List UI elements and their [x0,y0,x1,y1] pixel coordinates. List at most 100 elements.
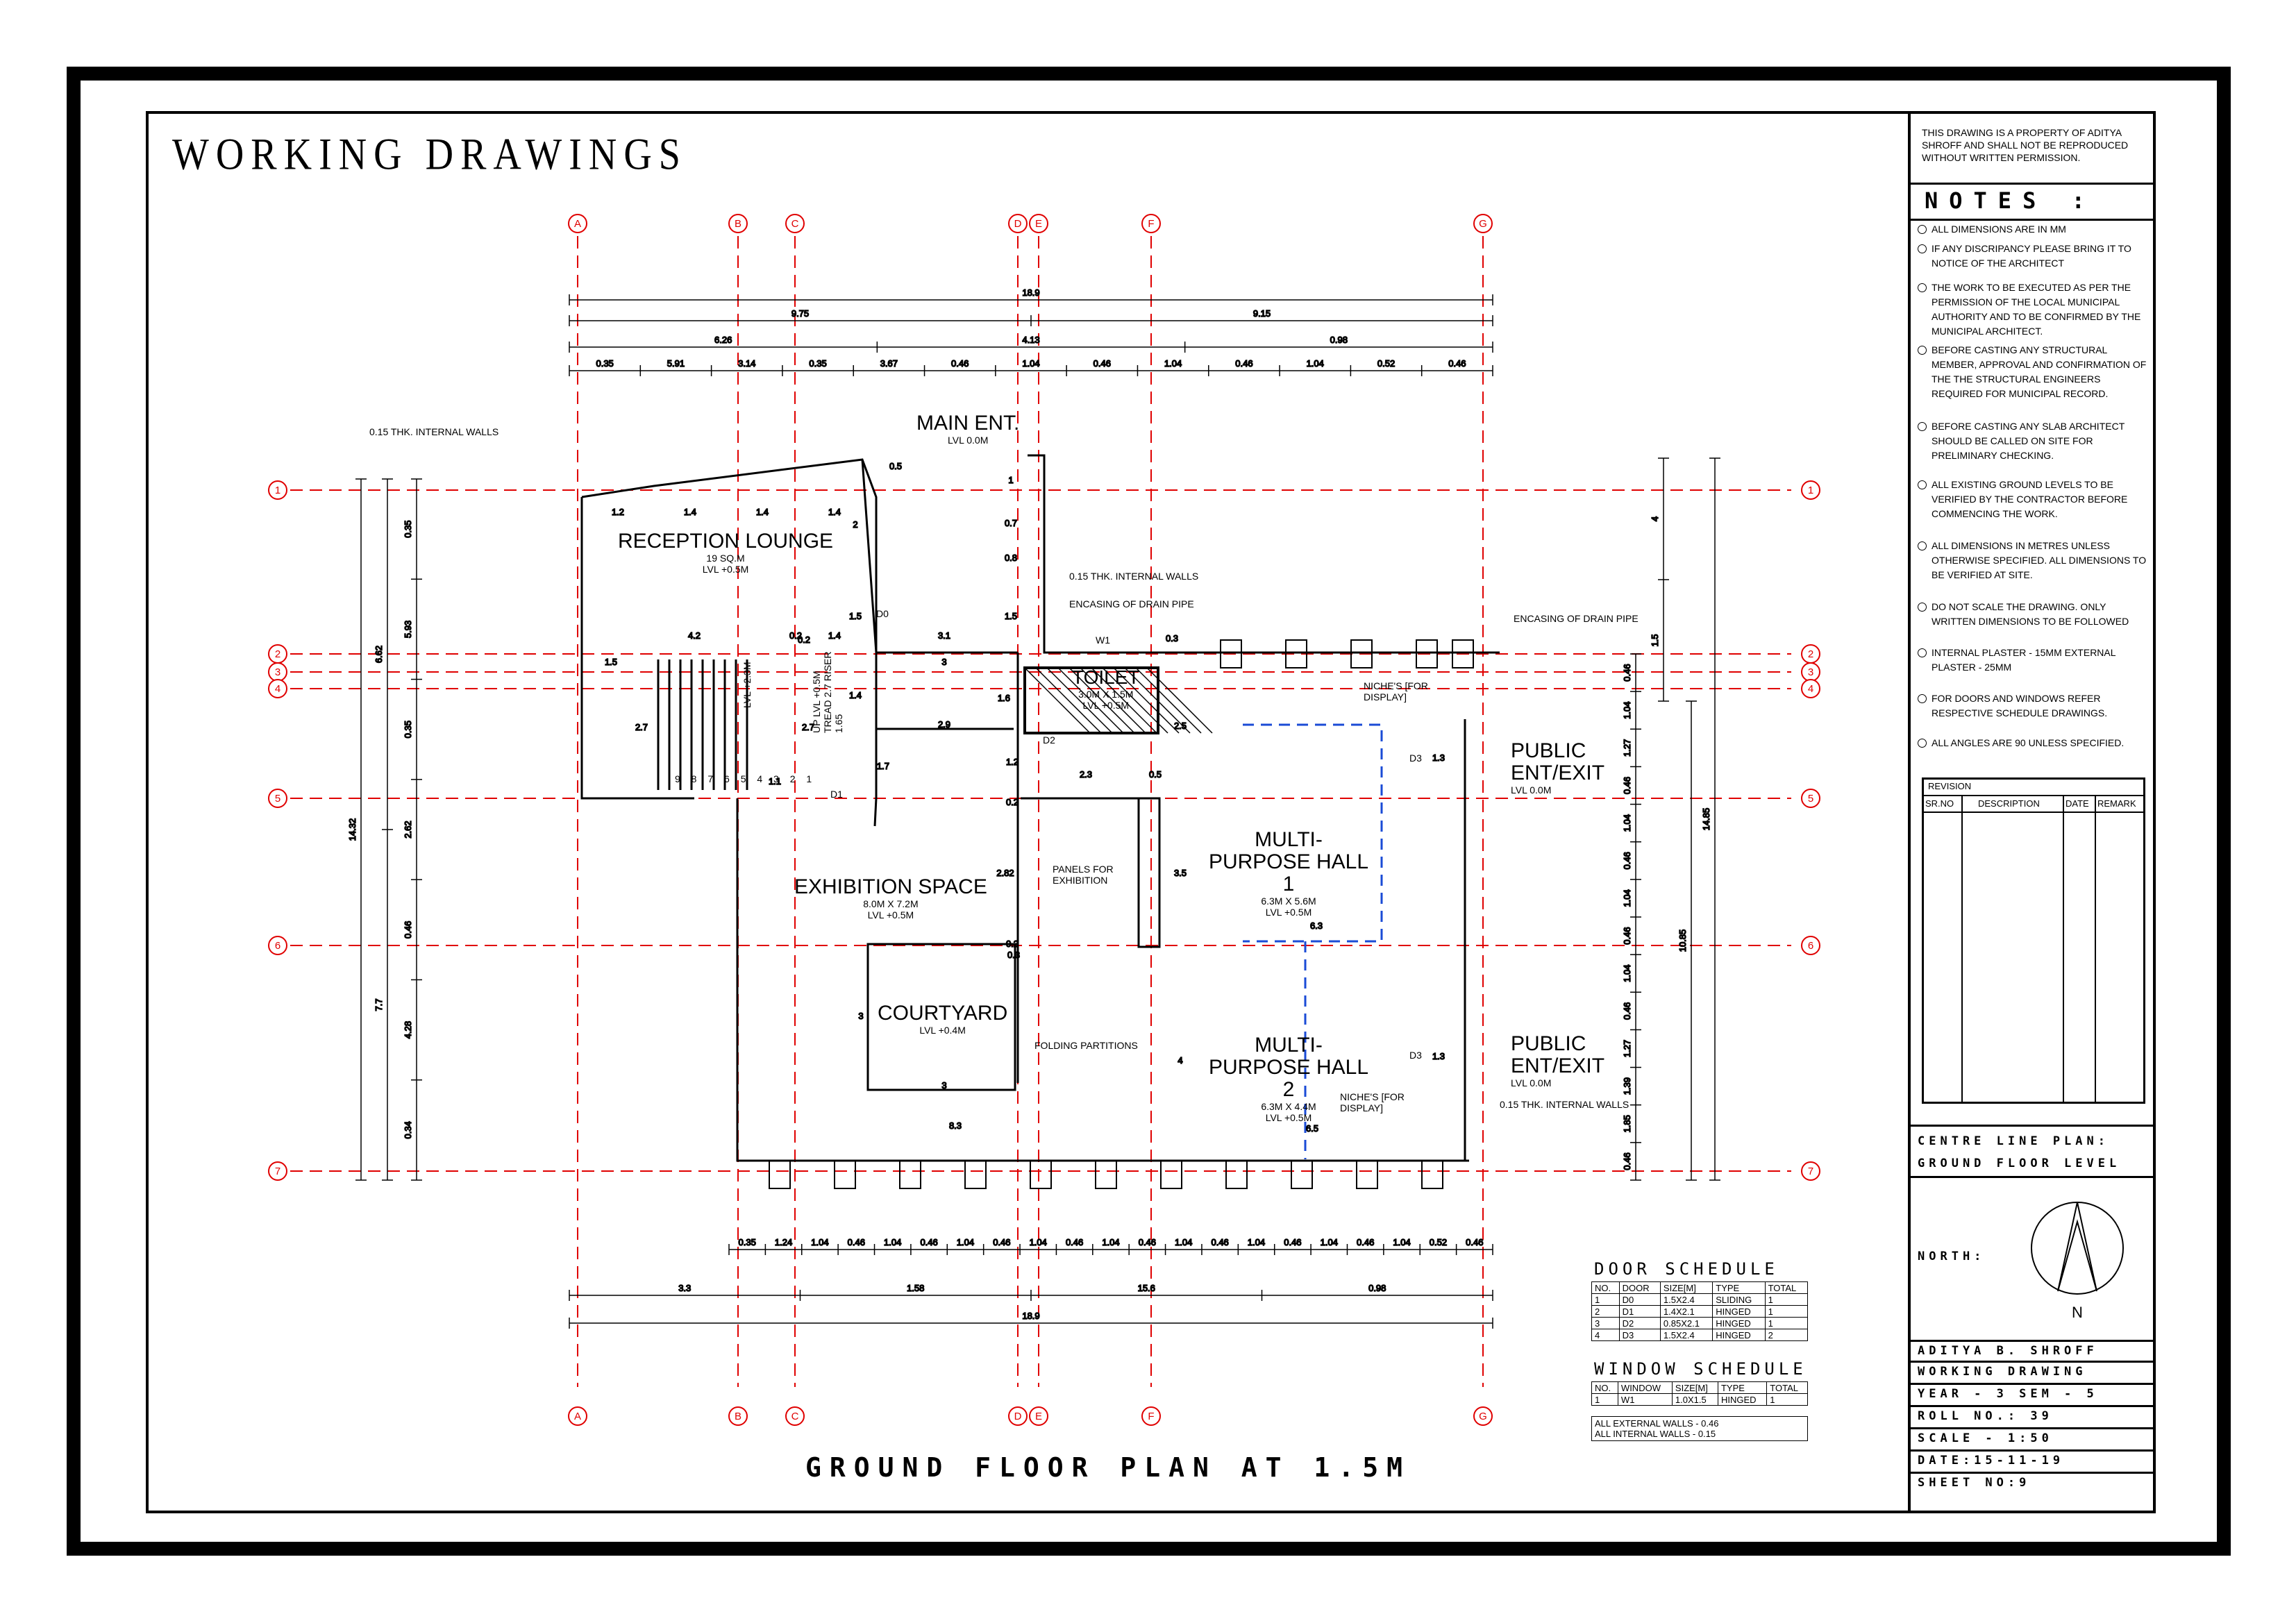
dimension-interior: 0.5 [889,461,902,471]
dimension-interior: 2.5 [1174,721,1187,731]
stair-numbers: 9 8 7 6 5 4 3 2 1 [675,773,816,784]
dimension-interior: 1.4 [849,690,862,700]
grid-bubble-F [1141,214,1161,233]
hatch-line [1069,667,1135,734]
grid-bubble-1 [268,480,287,500]
grid-bubble-4 [1801,679,1820,698]
column [1225,1160,1248,1189]
hatch-line [1057,667,1124,734]
dimension-interior: 3.1 [938,630,950,641]
schedule-cell: 1 [1764,1293,1809,1306]
note-item: FOR DOORS AND WINDOWS REFER RESPECTIVE S… [1916,691,2152,721]
page-title: WORKING DRAWINGS [172,130,687,180]
dimension-interior: 1.5 [605,657,617,667]
sheet-number: SHEET NO:9 [1918,1476,2031,1490]
dimension-bottom-row: 1.04 [957,1237,974,1247]
column [1452,639,1474,668]
dimension-bottom-row: 1.24 [775,1237,792,1247]
dimension-right-col: 1.85 [1622,1115,1632,1132]
column [964,1160,987,1189]
grid-bubble-4 [268,679,287,698]
hatch-line [1146,667,1213,734]
dimension-right-col: 1.04 [1622,965,1632,982]
dimension-interior: 3.5 [1174,868,1187,878]
grid-bubble-E [1029,1406,1048,1426]
dimension-interior: 0.2 [1006,797,1019,807]
dimension-bottom-row: 0.46 [1357,1237,1374,1247]
schedule-cell: D0 [1618,1293,1661,1306]
column [1291,1160,1313,1189]
drawing-type: WORKING DRAWING [1918,1365,2087,1379]
schedule-cell: 1.0X1.5 [1671,1393,1718,1406]
dimension-reception: 1.4 [756,507,769,517]
schedule-cell: HINGED [1712,1317,1766,1329]
grid-bubble-5 [268,789,287,808]
dimension-top-a: 4.13 [1022,335,1039,345]
dimension-interior: 3 [858,1011,863,1021]
dimension-bottom-row: 0.46 [1211,1237,1228,1247]
schedule-cell: TYPE [1712,1281,1766,1294]
wall [1137,797,1161,948]
dimension-top-row: 0.46 [1235,358,1252,369]
window-schedule-title: WINDOW SCHEDULE [1594,1359,1807,1379]
dimension-bottom-row: 0.46 [848,1237,865,1247]
annotation-panels: PANELS FOR EXHIBITION [1053,864,1114,886]
room-main-entrance: MAIN ENT. LVL 0.0M [916,412,1020,446]
dimension-interior: 3 [941,657,946,667]
dimension-interior: 6.5 [1306,1123,1318,1134]
revision-table: REVISION SR.NO DESCRIPTION DATE REMARK [1922,777,2145,1104]
note-item: INTERNAL PLASTER - 15MM EXTERNAL PLASTER… [1916,646,2152,675]
note-item: ALL EXISTING GROUND LEVELS TO BE VERIFIE… [1916,478,2152,521]
room-public-entrance-1: PUBLIC ENT/EXIT LVL 0.0M [1511,739,1605,796]
dimension-top-row: 0.46 [1448,358,1466,369]
column [1356,1160,1378,1189]
schedule-cell: TOTAL [1764,1281,1809,1294]
dimension-interior: 0.8 [1005,553,1017,563]
dimension-bottom-row: 1.04 [1393,1237,1410,1247]
dimension-left-col: 0.35 [403,721,413,738]
schedule-cell: 1 [1764,1305,1809,1318]
hatch-line [1091,667,1157,734]
north-label: NORTH: [1918,1250,1986,1263]
year-semester: YEAR - 3 SEM - 5 [1918,1387,2098,1401]
schedule-cell: W1 [1617,1393,1673,1406]
grid-label-3: 3 [1808,666,1813,678]
wall [873,653,878,827]
dimension-interior: 0.2 [789,630,802,641]
dimension-top-halves: 9.15 [1253,308,1271,319]
grid-bubble-7 [268,1161,287,1181]
column [1220,639,1242,668]
room-public-entrance-2: PUBLIC ENT/EXIT LVL 0.0M [1511,1032,1605,1089]
property-notice: THIS DRAWING IS A PROPERTY OF ADITYA SHR… [1911,111,2156,185]
door-tag: D3 [1409,1050,1422,1061]
grid-label-A: A [574,1411,581,1422]
dimension-interior: 2.3 [1080,769,1092,780]
dimension-bottom-mid: 15.6 [1138,1283,1155,1293]
dimension-interior: 1.5 [1005,611,1017,621]
room-toilet: TOILET 3.0M X 1.5M LVL +0.5M [1072,666,1140,711]
grid-label-6: 6 [1808,940,1813,952]
dimension-bottom-row: 1.04 [1030,1237,1047,1247]
grid-label-B: B [735,218,741,230]
room-reception-lounge: RECEPTION LOUNGE 19 SQ.M LVL +0.5M [618,530,834,575]
dimension-top-row: 1.04 [1164,358,1182,369]
schedule-cell: WINDOW [1617,1381,1673,1394]
north-letter: N [2072,1304,2083,1321]
door-tag: D3 [1409,752,1422,764]
annotation-drain-pipe: ENCASING OF DRAIN PIPE [1069,598,1194,609]
column [1095,1160,1117,1189]
dimension-left-col: 0.34 [403,1121,413,1138]
north-arrow-icon [2031,1202,2124,1295]
scale: SCALE - 1:50 [1918,1431,2053,1445]
dimension-bottom-row: 0.46 [1066,1237,1083,1247]
grid-label-F: F [1148,218,1154,230]
grid-bubble-6 [268,936,287,955]
dimension-top-row: 0.46 [1093,358,1111,369]
dimension-left-a: 7.7 [374,998,384,1011]
schedule-cell: 1 [1591,1293,1620,1306]
dimension-right-col: 1.04 [1622,889,1632,907]
grid-bubble-D [1008,214,1028,233]
plan-name-line-1: CENTRE LINE PLAN: [1918,1134,2109,1148]
